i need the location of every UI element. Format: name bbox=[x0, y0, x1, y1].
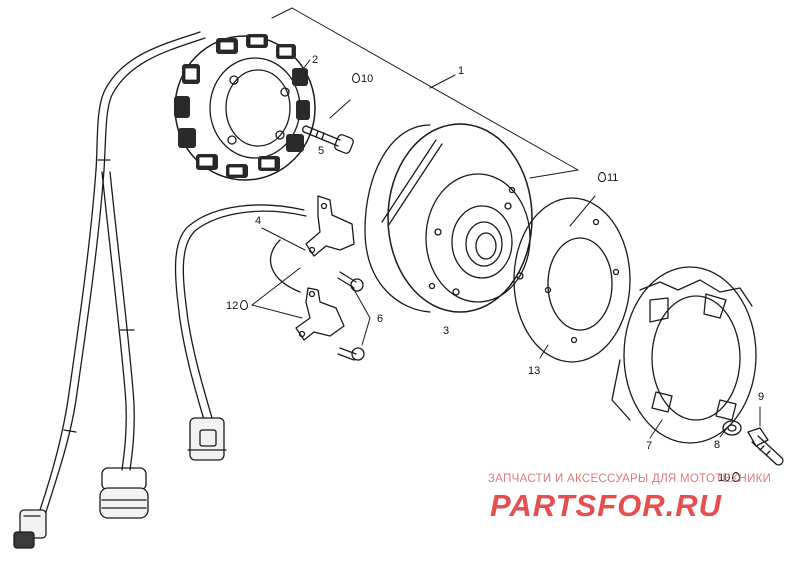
ring-13 bbox=[513, 197, 631, 363]
washer-8 bbox=[722, 420, 742, 436]
watermark-logo: PARTSFOR.RU bbox=[490, 488, 723, 522]
callout-12: 12 bbox=[226, 300, 249, 312]
callout-11: 11 bbox=[598, 172, 618, 184]
callout-7: 7 bbox=[646, 440, 653, 452]
watermark-tagline: ЗАПЧАСТИ И АКСЕССУАРЫ ДЛЯ МОТОТЕХНИКИ bbox=[488, 473, 772, 485]
flywheel bbox=[364, 123, 533, 313]
callout-10-top: 10 bbox=[352, 73, 373, 85]
oil-drop-icon bbox=[352, 73, 360, 83]
callout-1: 1 bbox=[458, 65, 465, 77]
bolt-9 bbox=[747, 427, 784, 466]
oil-drop-icon bbox=[240, 300, 249, 310]
screws-6 bbox=[337, 271, 365, 361]
callout-6: 6 bbox=[377, 313, 384, 325]
stator-harness bbox=[13, 31, 206, 549]
callout-3: 3 bbox=[443, 325, 450, 337]
callout-10-bottom: 10 bbox=[718, 472, 741, 484]
oil-drop-icon bbox=[598, 172, 606, 182]
callout-2: 2 bbox=[312, 54, 319, 66]
cover-7 bbox=[611, 266, 757, 444]
callout-12-label: 12 bbox=[226, 300, 239, 312]
oil-drop-icon bbox=[732, 472, 741, 482]
callout-10-top-label: 10 bbox=[361, 73, 374, 85]
callout-4: 4 bbox=[255, 215, 262, 227]
callout-9: 9 bbox=[758, 391, 765, 403]
callout-5: 5 bbox=[318, 145, 325, 157]
leader-lines bbox=[251, 7, 761, 439]
bolt-5 bbox=[302, 125, 354, 154]
callout-11-label: 11 bbox=[607, 172, 619, 184]
callout-13: 13 bbox=[528, 365, 541, 377]
callout-10-bottom-label: 10 bbox=[718, 472, 731, 484]
pickup-sensors bbox=[174, 195, 355, 461]
watermark-logo-text: PARTSFOR.RU bbox=[490, 488, 723, 522]
callout-8: 8 bbox=[714, 439, 721, 451]
stator bbox=[174, 34, 316, 181]
